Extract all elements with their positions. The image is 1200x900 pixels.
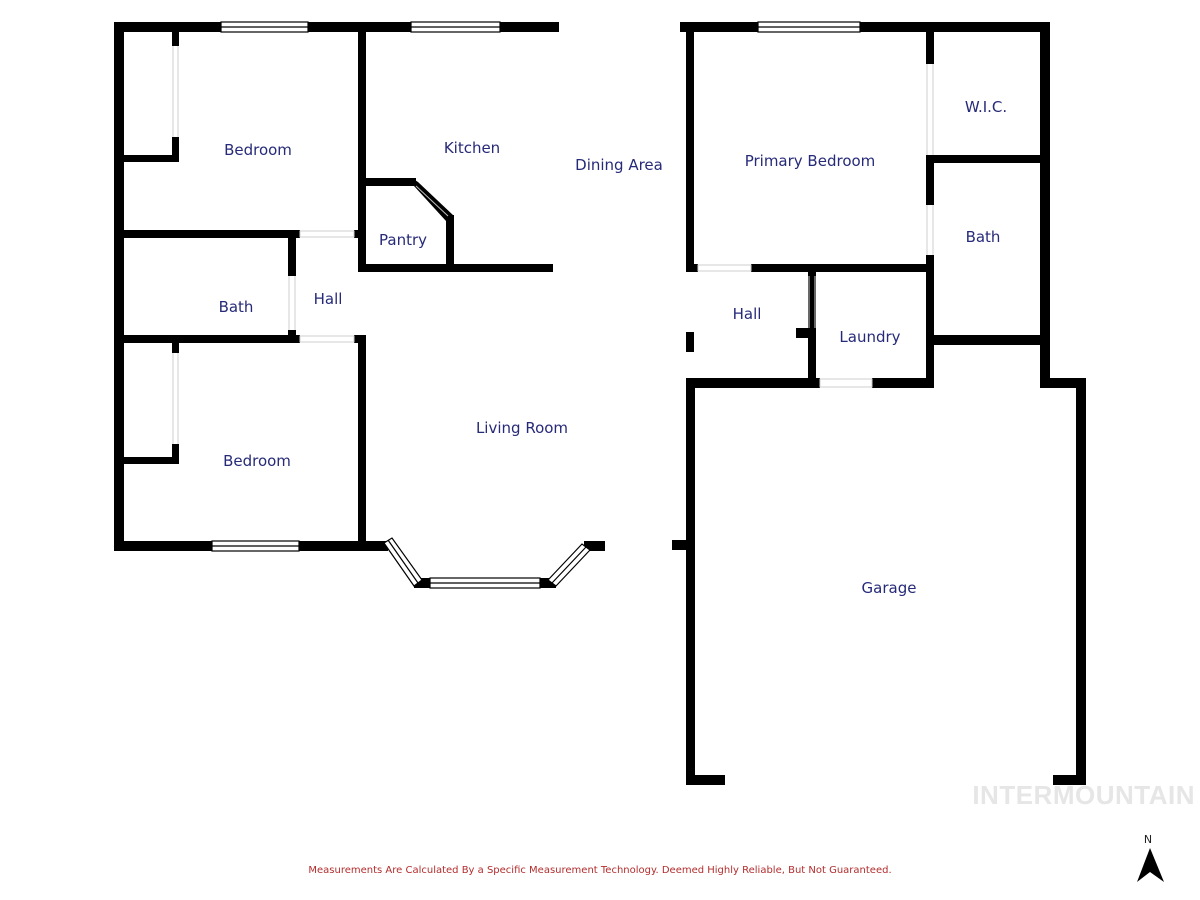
watermark-text: INTERMOUNTAIN (972, 780, 1195, 810)
north-compass: N (1137, 833, 1164, 882)
room-label-hall-right: Hall (733, 305, 762, 323)
pantry-door (412, 178, 454, 221)
room-label-laundry: Laundry (839, 328, 900, 346)
room-label-pantry: Pantry (379, 231, 427, 249)
right-unit-doors (697, 64, 934, 388)
room-label-hall-left: Hall (314, 290, 343, 308)
room-label-living-room: Living Room (476, 419, 568, 437)
room-label-garage: Garage (862, 579, 917, 597)
room-label-primary-bedroom: Primary Bedroom (745, 152, 876, 170)
north-label: N (1144, 833, 1152, 846)
disclaimer-text: Measurements Are Calculated By a Specifi… (308, 865, 891, 876)
left-unit-doors (172, 46, 355, 444)
room-labels: Bedroom Kitchen Dining Area Pantry Bath … (219, 98, 1008, 597)
room-label-bath-right: Bath (966, 228, 1001, 246)
left-unit-windows (211, 21, 591, 589)
left-unit-walls (114, 22, 605, 588)
room-label-dining-area: Dining Area (575, 156, 663, 174)
room-label-bath-left: Bath (219, 298, 254, 316)
room-label-wic: W.I.C. (965, 98, 1007, 116)
room-label-kitchen: Kitchen (444, 139, 500, 157)
right-unit-windows (757, 21, 861, 33)
room-label-bedroom-bottom: Bedroom (223, 452, 291, 470)
room-label-bedroom-top: Bedroom (224, 141, 292, 159)
right-unit-walls (672, 22, 1086, 785)
north-arrow-icon (1137, 848, 1164, 882)
